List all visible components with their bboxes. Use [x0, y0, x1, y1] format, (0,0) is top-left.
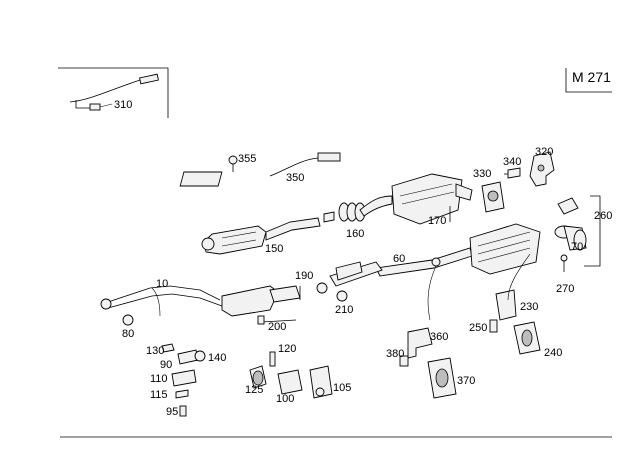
label-140: 140: [208, 352, 226, 364]
label-115: 115: [150, 389, 168, 401]
part-160-clamps: [323, 202, 366, 223]
sensor-connector: [139, 73, 159, 85]
part-115-clip: [175, 389, 189, 399]
part-60-rear-muffler: [375, 223, 541, 277]
label-130: 130: [146, 345, 164, 357]
label-240: 240: [544, 347, 562, 359]
part-200-catalyst: [221, 285, 301, 325]
detail-box-oxygen-sensor: [58, 67, 169, 118]
label-95: 95: [166, 406, 178, 418]
part-190-middle-silencer: [316, 261, 383, 302]
label-370: 370: [457, 375, 475, 387]
sensor-connector-350: [317, 152, 341, 162]
part-380-bolt: [399, 355, 409, 367]
part-360-bracket: [407, 327, 433, 359]
model-code-box: M 271: [565, 68, 612, 93]
part-260-group: [554, 195, 601, 272]
leader-lines: [151, 253, 531, 321]
label-10: 10: [156, 278, 168, 290]
label-210: 210: [335, 304, 353, 316]
label-190: 190: [295, 270, 313, 282]
label-360: 360: [430, 331, 448, 343]
part-150-front-catalyst: [201, 217, 321, 255]
model-code: M 271: [572, 69, 611, 85]
part-320-bracket: [529, 151, 555, 187]
label-170: 170: [428, 215, 446, 227]
part-340-bolt: [504, 167, 521, 179]
label-100: 100: [276, 393, 294, 405]
label-230: 230: [520, 301, 538, 313]
hanger-group-230: [489, 289, 541, 355]
label-260: 260: [594, 210, 612, 222]
label-90: 90: [160, 359, 172, 371]
part-140-nut: [194, 350, 206, 362]
part-230-bracket: [495, 289, 517, 321]
label-60: 60: [393, 253, 405, 265]
label-320: 320: [535, 146, 553, 158]
part-105-bracket: [309, 365, 333, 399]
label-160: 160: [346, 228, 364, 240]
part-120-bolt: [269, 351, 276, 367]
label-380: 380: [386, 348, 404, 360]
part-110-bracket: [171, 369, 197, 387]
label-80: 80: [122, 328, 134, 340]
sensor-bracket: [179, 171, 223, 187]
part-95-bolt: [179, 405, 187, 417]
label-110: 110: [150, 373, 168, 385]
small-hardware-left: [122, 314, 206, 417]
mount-group-100-125: [249, 351, 333, 399]
part-130-bolt: [161, 343, 175, 353]
label-105: 105: [333, 382, 351, 394]
sensor-tip: [89, 103, 101, 111]
label-70: 70: [571, 241, 583, 253]
hanger-group-360: [399, 327, 457, 399]
label-310: 310: [114, 99, 132, 111]
label-350: 350: [286, 172, 304, 184]
label-120: 120: [278, 343, 296, 355]
part-80-nut: [122, 314, 134, 326]
label-270: 270: [556, 283, 574, 295]
label-200: 200: [268, 321, 286, 333]
label-250: 250: [469, 322, 487, 334]
part-170-rear-muffler: [359, 173, 473, 225]
label-340: 340: [503, 156, 521, 168]
part-250-bolt: [489, 319, 498, 333]
part-10-front-pipe: [100, 285, 223, 310]
part-330-hanger: [481, 181, 505, 213]
part-350-sensor-assembly: [179, 152, 341, 187]
part-labels: 10 60 70 80 90 95 100 105 110 115 120 12…: [114, 99, 612, 418]
label-330: 330: [473, 168, 491, 180]
label-355: 355: [238, 153, 256, 165]
label-150: 150: [265, 243, 283, 255]
label-125: 125: [245, 384, 263, 396]
part-100-damper: [277, 369, 303, 395]
